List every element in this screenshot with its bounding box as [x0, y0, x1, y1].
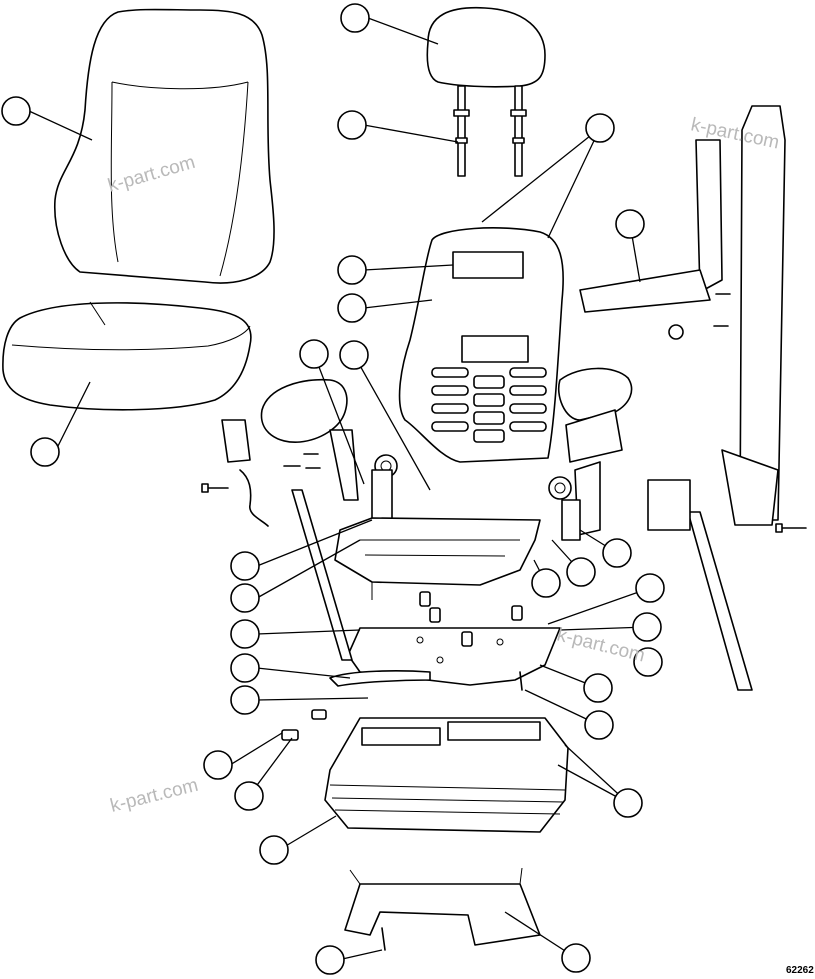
seat-belt-anchor-arm	[579, 139, 723, 340]
callout-14	[230, 653, 260, 683]
callout-24	[635, 573, 665, 603]
callout-17	[234, 781, 264, 811]
callout-3	[337, 110, 367, 140]
watermark-4: k-part.com	[108, 775, 200, 817]
seat-back-cushion	[54, 8, 275, 284]
callout-11	[230, 551, 260, 581]
callout-28	[584, 710, 614, 740]
callout-circles	[1, 3, 665, 975]
recliner-mechanism-right	[548, 476, 581, 541]
seat-belt-buckle-strap	[647, 479, 753, 691]
callout-18	[259, 835, 289, 865]
callout-2	[1, 96, 31, 126]
callout-22	[566, 557, 596, 587]
callout-16	[203, 750, 233, 780]
frame-slots	[431, 367, 547, 443]
callout-27	[583, 673, 613, 703]
callout-21	[602, 538, 632, 568]
callout-19	[315, 945, 345, 975]
left-armrest	[260, 378, 359, 501]
callout-8	[299, 339, 329, 369]
callout-6	[337, 255, 367, 285]
headrest-posts	[453, 85, 527, 177]
figure-number: 62262	[786, 965, 814, 976]
mounting-bracket	[344, 867, 541, 946]
callout-13	[230, 619, 260, 649]
callout-15	[230, 685, 260, 715]
callout-7	[337, 293, 367, 323]
seat-belt-retractor	[721, 105, 786, 526]
callout-5	[615, 209, 645, 239]
headrest	[426, 6, 546, 88]
callout-26	[633, 647, 663, 677]
callout-25	[632, 612, 662, 642]
seat-bottom-cushion	[2, 301, 252, 411]
seat-belt-buckle-left	[221, 419, 269, 527]
adjust-lever	[329, 670, 431, 687]
leader-lines	[28, 17, 651, 961]
callout-12	[230, 583, 260, 613]
right-armrest	[558, 367, 633, 536]
seat-back-frame	[398, 227, 564, 463]
suspension-base	[324, 717, 569, 833]
callout-4	[585, 113, 615, 143]
callout-29	[613, 788, 643, 818]
side-linkage-rod	[291, 489, 353, 661]
small-clips	[281, 709, 327, 741]
callout-23	[531, 568, 561, 598]
seat-pan-frame	[334, 517, 541, 600]
callout-10	[30, 437, 60, 467]
callout-9	[339, 340, 369, 370]
callout-1	[340, 3, 370, 33]
bolts	[201, 293, 807, 951]
callout-20	[561, 943, 591, 973]
spacers	[419, 591, 523, 647]
